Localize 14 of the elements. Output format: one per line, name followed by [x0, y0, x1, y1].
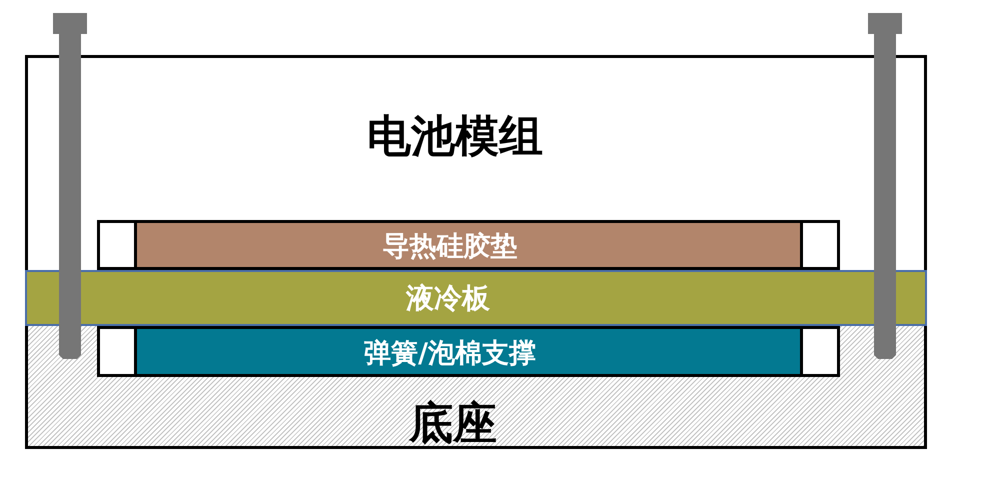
spacer-block	[800, 326, 840, 377]
layer-label: 导热硅胶垫	[382, 232, 518, 262]
spacer-block	[97, 326, 137, 377]
thermal-pad-layer	[134, 220, 803, 270]
spacer-block	[800, 220, 840, 270]
cold-plate-layer	[25, 270, 927, 326]
spacer-block	[97, 220, 137, 270]
heading-text: 电池模组	[367, 112, 543, 162]
layer-label: 液冷板	[406, 284, 490, 314]
support-layer	[134, 326, 803, 377]
heading-text: 底座	[409, 400, 497, 448]
battery-module-box	[25, 55, 927, 272]
layer-label: 弹簧/泡棉支撑	[364, 339, 536, 369]
hatched-base-block	[25, 326, 927, 449]
